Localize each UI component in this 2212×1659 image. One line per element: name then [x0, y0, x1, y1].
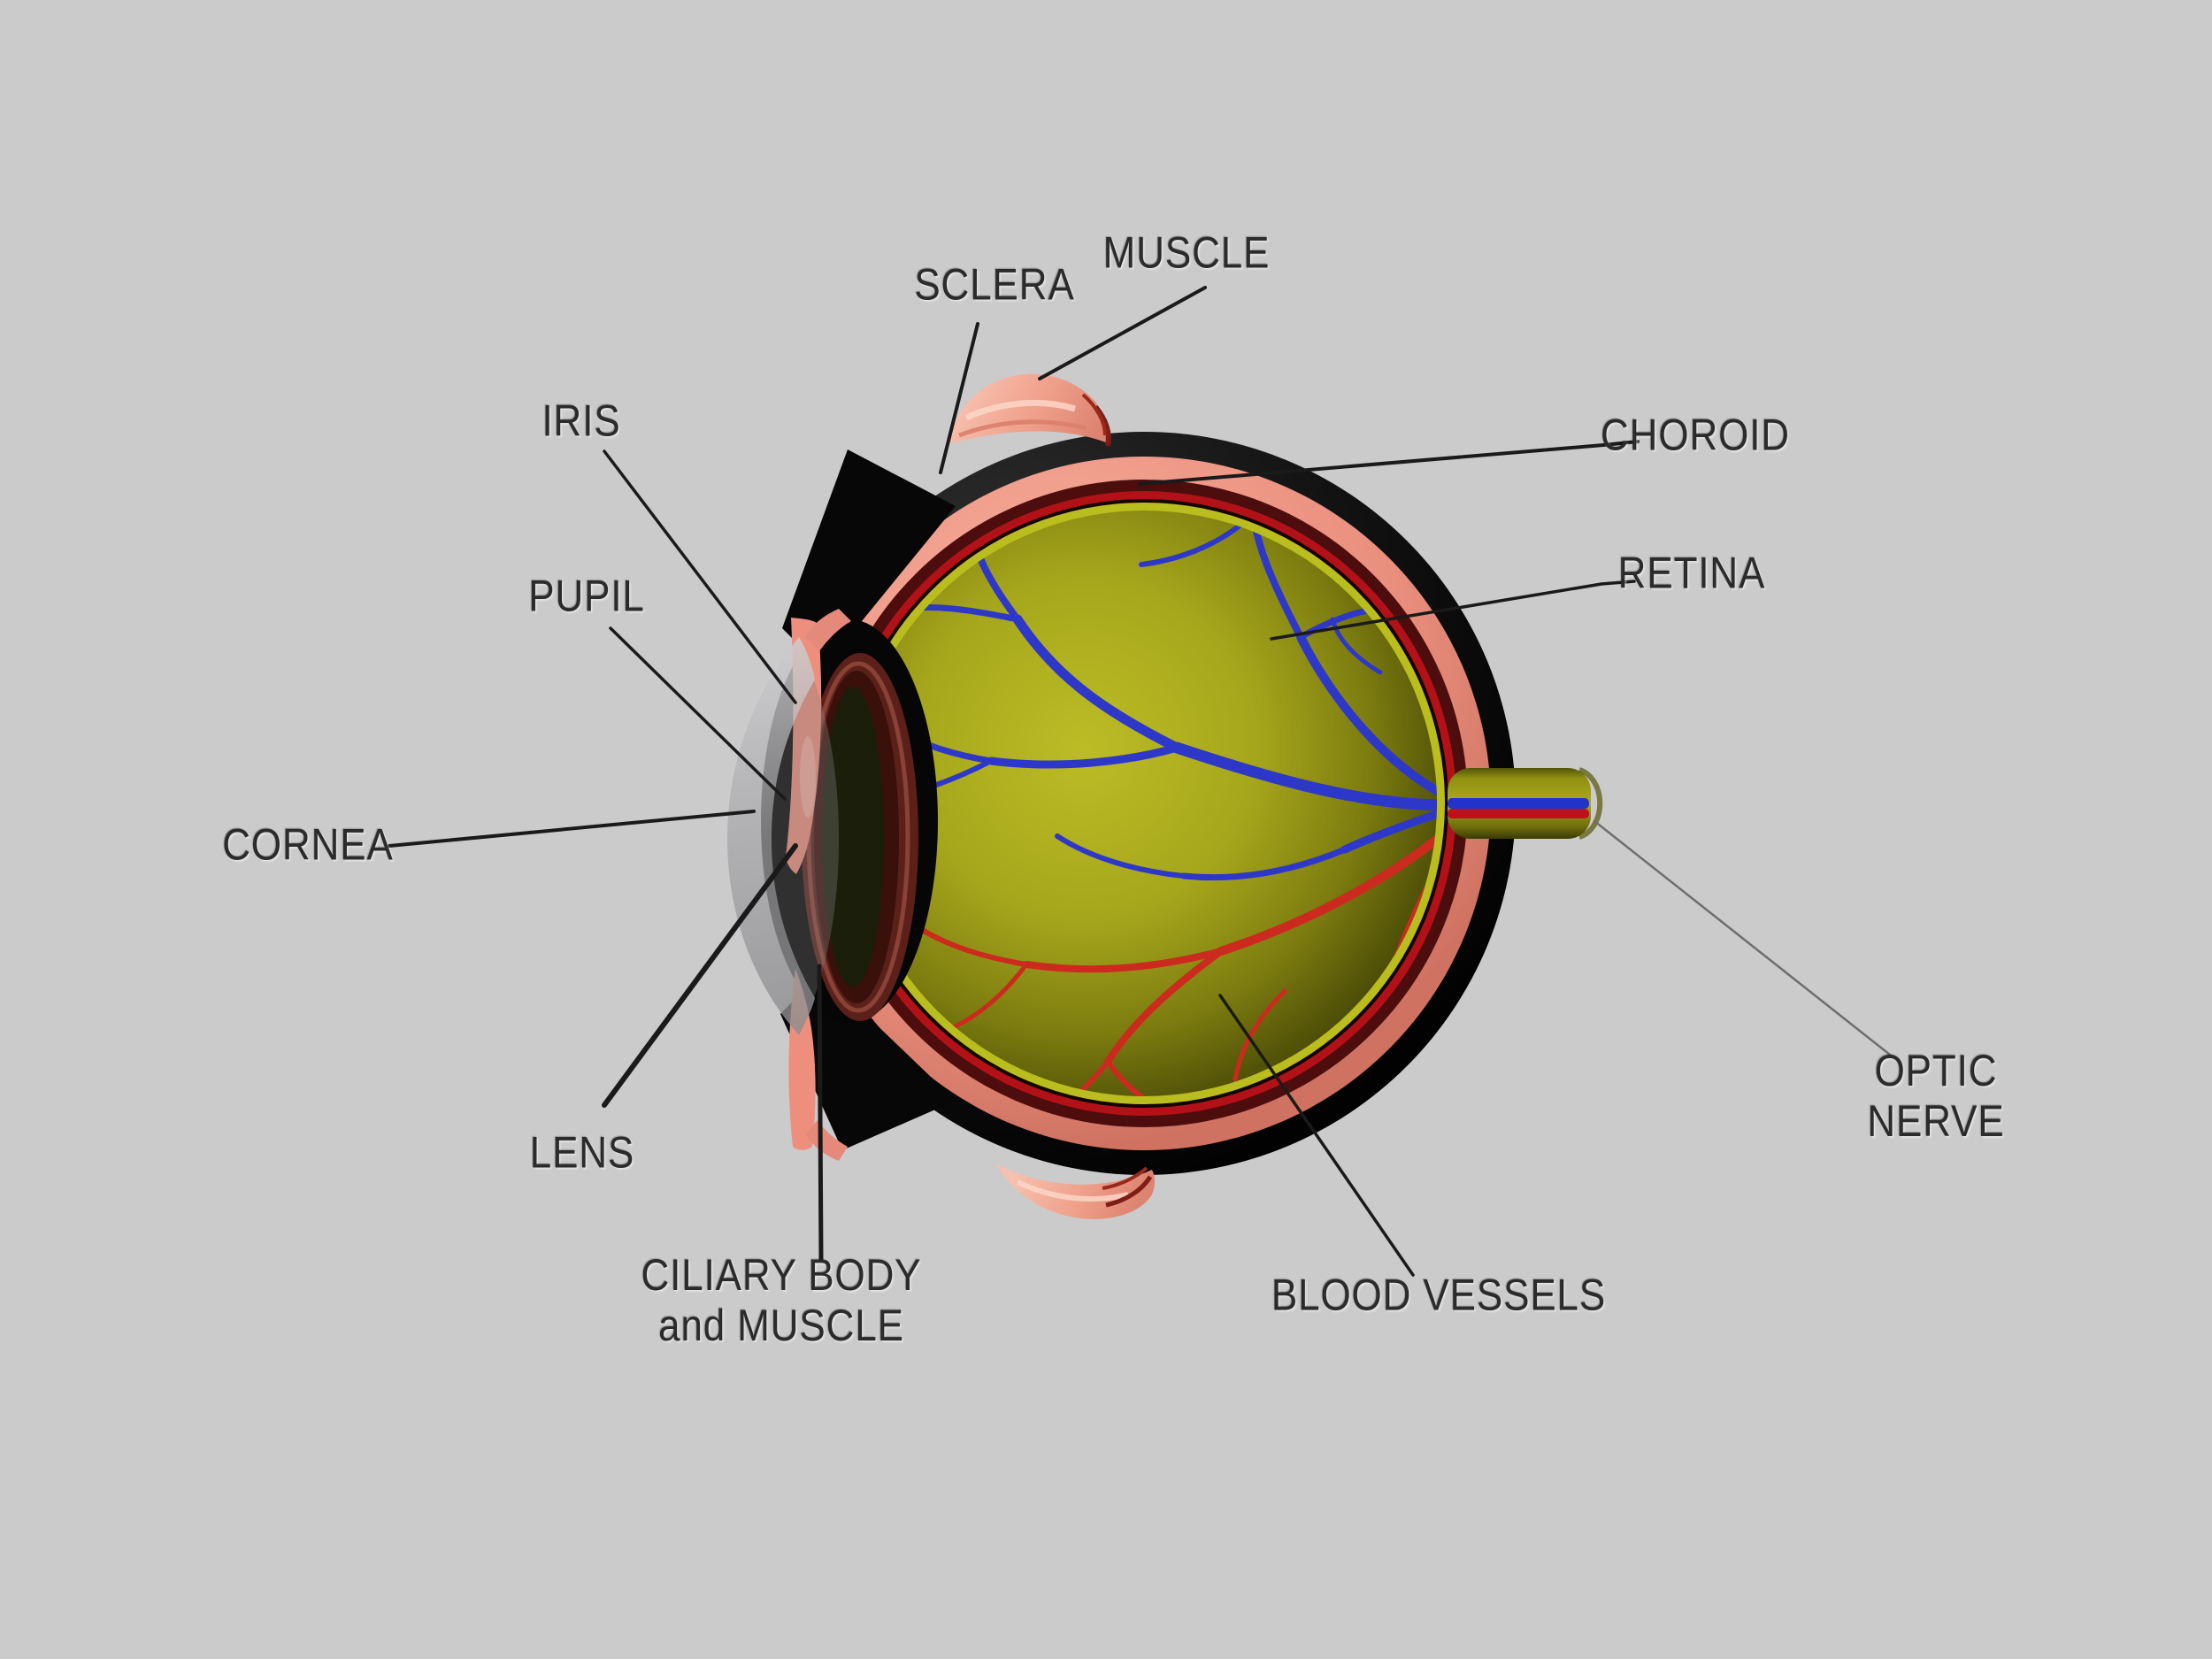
retina-leader-line — [1270, 580, 1636, 641]
cornea-dome — [727, 637, 815, 1035]
ciliary-leader-line — [817, 964, 824, 1263]
optic-nerve-leader-line — [1593, 819, 1896, 1060]
optic-nerve-artery-stripe — [1448, 809, 1589, 818]
cornea-leader-line — [388, 810, 756, 848]
aqueous-humor — [772, 680, 839, 998]
anterior-segment — [727, 449, 956, 1161]
label-ciliary-body: CILIARY BODY and MUSCLE — [641, 1250, 921, 1351]
sclera-leader-line — [939, 322, 979, 474]
label-muscle: MUSCLE — [1102, 227, 1271, 278]
ciliary-body — [805, 609, 851, 651]
sclera-cut-face-bottom — [780, 972, 956, 1150]
sclera-cut-face-top — [782, 449, 956, 669]
lens-leader-line — [602, 843, 798, 1108]
extraocular-muscle-top — [949, 373, 1111, 447]
label-optic-nerve-line2: NERVE — [1867, 1096, 2005, 1146]
pupil-leader-line — [609, 626, 787, 801]
optic-nerve-vein-stripe — [1448, 798, 1589, 809]
extraocular-muscle-bottom — [996, 1164, 1155, 1219]
label-cornea: CORNEA — [222, 819, 394, 870]
leader-lines — [388, 286, 1896, 1277]
label-choroid: CHOROID — [1601, 410, 1790, 460]
label-pupil: PUPIL — [528, 571, 645, 621]
label-optic-nerve: OPTIC NERVE — [1867, 1046, 2004, 1147]
label-ciliary-body-line1: CILIARY BODY — [641, 1250, 922, 1300]
blood-vessels-leader-line — [1218, 994, 1415, 1277]
label-blood-vessels: BLOOD VESSELS — [1271, 1270, 1607, 1320]
iris-leader-line — [603, 449, 797, 704]
ciliary-body-lower — [805, 1120, 848, 1161]
vitreous-interior — [851, 511, 1437, 1096]
label-retina: RETINA — [1617, 548, 1766, 598]
label-ciliary-body-line2: and MUSCLE — [658, 1301, 904, 1350]
label-sclera: SCLERA — [914, 259, 1075, 310]
label-iris: IRIS — [541, 396, 621, 446]
label-optic-nerve-line1: OPTIC — [1874, 1046, 1998, 1095]
lens — [802, 653, 918, 1021]
label-lens: LENS — [529, 1127, 635, 1178]
optic-nerve — [1448, 767, 1603, 840]
choroid-leader-line — [1138, 440, 1640, 486]
muscle-leader-line — [1038, 286, 1207, 380]
